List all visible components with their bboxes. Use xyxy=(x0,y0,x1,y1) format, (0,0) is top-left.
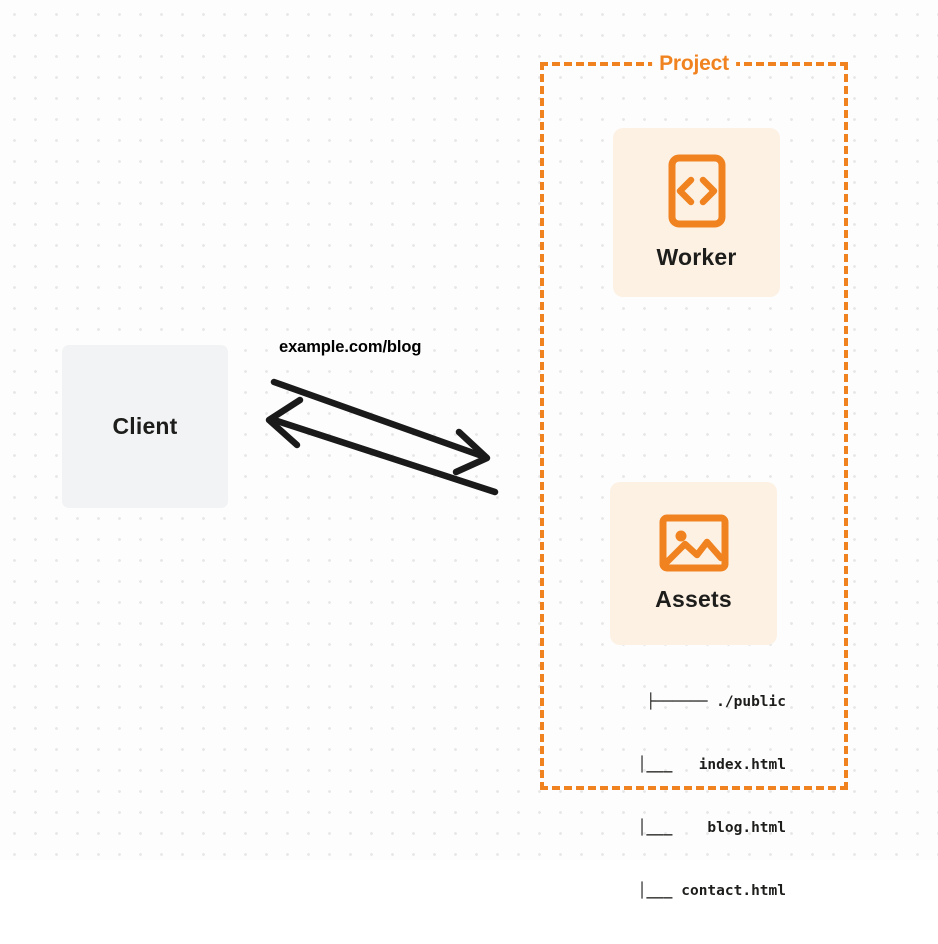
project-group: Project xyxy=(540,52,848,790)
client-label: Client xyxy=(112,413,178,439)
response-arrow xyxy=(265,396,499,496)
assets-node[interactable]: Assets xyxy=(610,482,777,645)
code-file-icon xyxy=(668,154,725,228)
assets-file-tree: ├────── ./public │___ index.html │___ bl… xyxy=(586,650,786,944)
worker-node[interactable]: Worker xyxy=(613,128,780,297)
worker-label: Worker xyxy=(656,244,737,270)
client-node[interactable]: Client xyxy=(62,345,228,508)
tree-row: │___ blog.html xyxy=(637,820,786,836)
tree-row: │___ contact.html xyxy=(637,883,786,899)
request-arrow xyxy=(270,378,491,476)
image-icon xyxy=(659,514,728,572)
assets-label: Assets xyxy=(655,586,732,612)
connection-url-label: example.com/blog xyxy=(279,338,422,356)
tree-row: ├────── ./public xyxy=(646,694,786,710)
project-group-label: Project xyxy=(652,52,736,76)
diagram-canvas: Client example.com/blog Project Worker xyxy=(0,0,938,899)
tree-row: │___ index.html xyxy=(637,757,786,773)
